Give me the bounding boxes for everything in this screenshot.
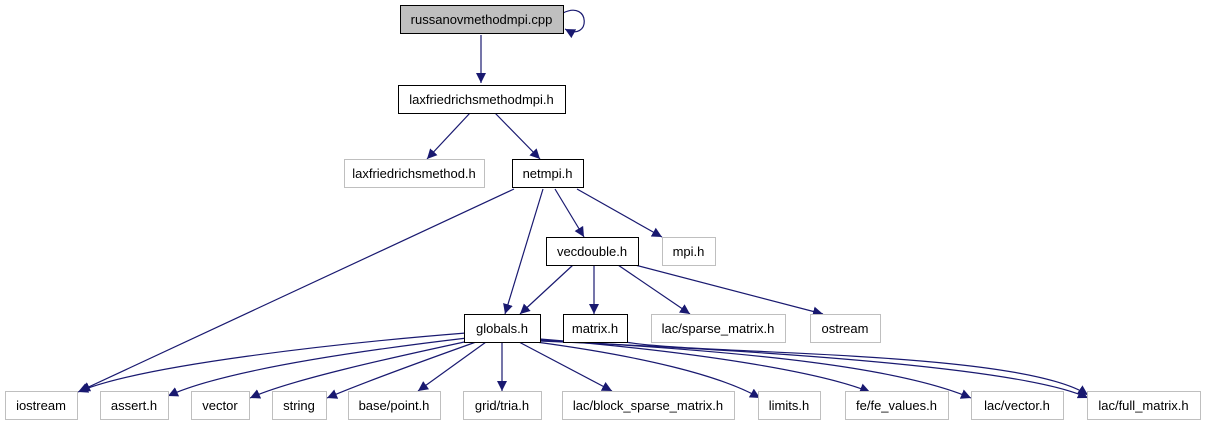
node-box [5,391,78,420]
node-box [512,159,584,188]
node-box [563,314,628,343]
node-box [651,314,786,343]
node-label: ostream [822,321,869,336]
node-fevalues: fe/fe_values.h [845,391,949,420]
edge-globals-lacvector [539,339,972,399]
node-label: assert.h [111,398,157,413]
node-box [463,391,542,420]
edge-globals-fullmatrix [539,340,1089,399]
edge-vecdouble-globals [519,264,574,315]
node-label: lac/vector.h [984,398,1050,413]
node-label: vector [202,398,238,413]
nodes-layer: russanovmethodmpi.cpp laxfriedrichsmethod… [5,5,1201,420]
edge-netmpi-mpi [576,188,663,238]
edges-layer [77,9,1089,399]
node-sparse: lac/sparse_matrix.h [651,314,786,343]
node-bsparse: lac/block_sparse_matrix.h [562,391,735,420]
node-box [1087,391,1201,420]
node-mpi: mpi.h [662,237,716,266]
edge-netmpi-globals [503,188,544,315]
node-label: mpi.h [673,244,705,259]
edge-vecdouble-ostream [634,264,824,317]
node-string: string [272,391,327,420]
node-label: iostream [16,398,66,413]
node-ostream: ostream [810,314,881,343]
edge-netmpi-iostream [79,188,515,392]
node-label: grid/tria.h [475,398,529,413]
edge-globals-fevalues [539,338,871,393]
node-lax: laxfriedrichsmethod.h [344,159,485,188]
edge-root-root [562,9,585,39]
node-box [546,237,639,266]
node-globals[interactable]: globals.h [464,314,541,343]
node-box [348,391,441,420]
node-box [100,391,169,420]
node-box [845,391,949,420]
edge-globals-vector [249,340,470,399]
node-box [758,391,821,420]
node-box [400,5,564,34]
node-label: lac/block_sparse_matrix.h [573,398,723,413]
edge-globals-iostream [77,332,467,393]
node-matrix[interactable]: matrix.h [563,314,628,343]
node-box [191,391,250,420]
edge-globals-bsparse [518,341,613,392]
node-box [562,391,735,420]
node-label: matrix.h [572,321,618,336]
node-laxmpi[interactable]: laxfriedrichsmethodmpi.h [398,85,566,114]
edge-vecdouble-sparse [617,264,691,315]
node-label: limits.h [769,398,809,413]
node-label: lac/full_matrix.h [1098,398,1188,413]
node-lacvector: lac/vector.h [971,391,1064,420]
node-label: base/point.h [359,398,430,413]
node-box [398,85,566,114]
node-iostream: iostream [5,391,78,420]
node-tria: grid/tria.h [463,391,542,420]
node-vector: vector [191,391,250,420]
node-box [464,314,541,343]
edge-laxmpi-lax [426,112,471,160]
node-label: russanovmethodmpi.cpp [411,12,553,27]
node-limits: limits.h [758,391,821,420]
node-box [971,391,1064,420]
node-label: netmpi.h [523,166,573,181]
node-box [344,159,485,188]
node-netmpi[interactable]: netmpi.h [512,159,584,188]
edge-globals-point [417,341,487,392]
node-vecdouble[interactable]: vecdouble.h [546,237,639,266]
node-fullmatrix: lac/full_matrix.h [1087,391,1201,420]
edge-globals-assert [167,337,468,397]
edge-matrix-fullmatrix [624,341,1089,396]
edge-netmpi-vecdouble [554,188,585,238]
node-label: lac/sparse_matrix.h [662,321,775,336]
edge-globals-limits [535,341,761,399]
node-label: fe/fe_values.h [856,398,937,413]
node-label: vecdouble.h [557,244,627,259]
node-root[interactable]: russanovmethodmpi.cpp [400,5,564,34]
node-box [662,237,716,266]
node-label: string [283,398,315,413]
node-box [272,391,327,420]
node-label: laxfriedrichsmethodmpi.h [409,92,554,107]
node-assert: assert.h [100,391,169,420]
node-point: base/point.h [348,391,441,420]
edge-globals-string [326,341,477,399]
node-label: laxfriedrichsmethod.h [352,166,476,181]
node-label: globals.h [476,321,528,336]
node-box [810,314,881,343]
edge-laxmpi-netmpi [494,112,541,160]
